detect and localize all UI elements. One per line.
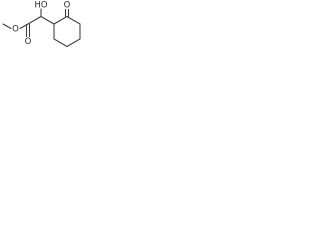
structure-diagram: O O HO O	[2, 1, 81, 48]
hydroxyl-label: HO	[34, 1, 47, 11]
bond-alpha-c-ring	[40, 15, 55, 25]
bond-methyl-ester-o	[2, 23, 12, 30]
ester-oxygen-label: O	[12, 25, 19, 35]
bond-carbonyl-c-alpha-c	[27, 15, 42, 25]
carbonyl-oxygen-label: O	[25, 37, 32, 47]
cyclohexane-ring	[53, 15, 81, 48]
ketone-oxygen-label: O	[64, 1, 71, 11]
